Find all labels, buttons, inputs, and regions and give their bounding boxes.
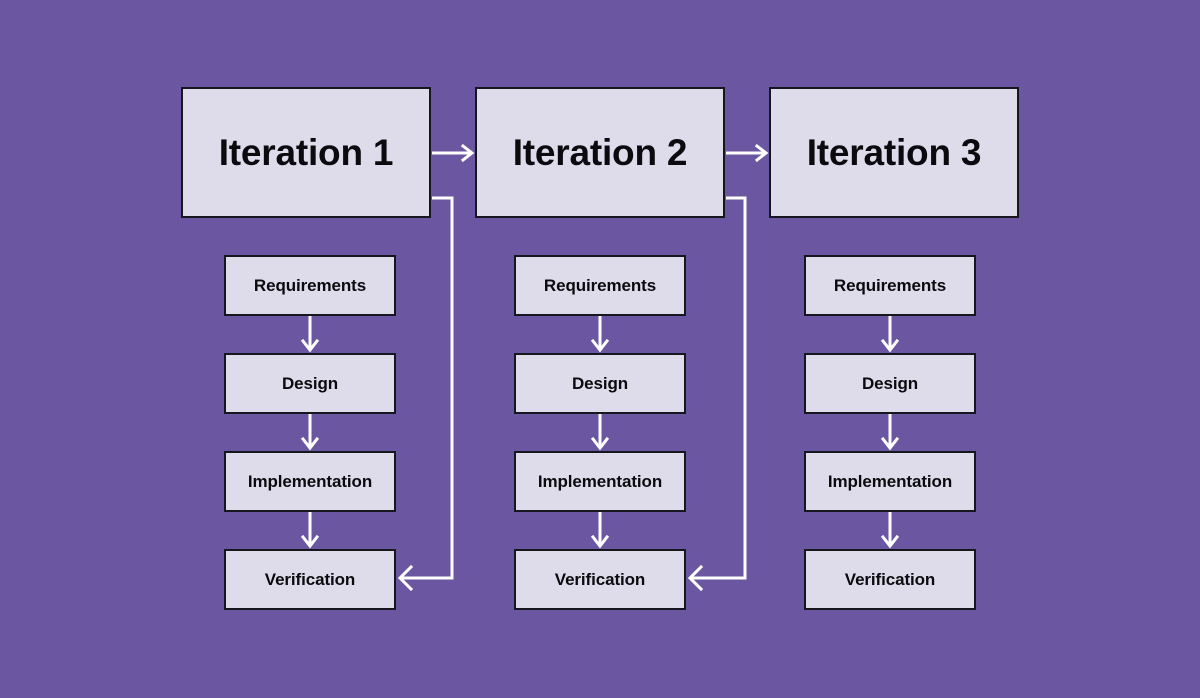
feedback-arrow-iteration1 [397,196,454,592]
arrow-iteration2-to-iteration3 [726,143,769,163]
iteration-label: Iteration 2 [512,131,688,173]
stage-label: Verification [554,569,646,589]
stage-box-col2-implementation[interactable]: Implementation [514,451,686,512]
iteration-box-1[interactable]: Iteration 1 [181,87,431,218]
iteration-box-3[interactable]: Iteration 3 [769,87,1019,218]
iteration-box-2[interactable]: Iteration 2 [475,87,725,218]
stage-box-col2-verification[interactable]: Verification [514,549,686,610]
stage-box-col1-verification[interactable]: Verification [224,549,396,610]
stage-label: Verification [264,569,356,589]
stage-box-col3-verification[interactable]: Verification [804,549,976,610]
iteration-label: Iteration 3 [806,131,982,173]
stage-label: Verification [844,569,936,589]
stage-box-col1-requirements[interactable]: Requirements [224,255,396,316]
stage-label: Design [281,373,339,393]
arrow-col3-implementation-to-verification [880,512,900,549]
stage-box-col1-implementation[interactable]: Implementation [224,451,396,512]
arrow-col1-design-to-implementation [300,414,320,451]
stage-label: Requirements [833,275,947,295]
feedback-arrow-iteration2 [687,196,747,592]
arrow-col2-design-to-implementation [590,414,610,451]
stage-box-col2-requirements[interactable]: Requirements [514,255,686,316]
stage-box-col2-design[interactable]: Design [514,353,686,414]
arrow-col2-implementation-to-verification [590,512,610,549]
stage-box-col3-design[interactable]: Design [804,353,976,414]
stage-box-col3-requirements[interactable]: Requirements [804,255,976,316]
arrow-col3-requirements-to-design [880,316,900,353]
stage-label: Design [571,373,629,393]
stage-label: Implementation [537,471,663,491]
arrow-iteration1-to-iteration2 [432,143,475,163]
arrow-col2-requirements-to-design [590,316,610,353]
stage-box-col1-design[interactable]: Design [224,353,396,414]
stage-label: Requirements [543,275,657,295]
stage-label: Design [861,373,919,393]
iteration-label: Iteration 1 [218,131,394,173]
arrow-col3-design-to-implementation [880,414,900,451]
stage-label: Implementation [247,471,373,491]
stage-label: Requirements [253,275,367,295]
stage-box-col3-implementation[interactable]: Implementation [804,451,976,512]
arrow-col1-implementation-to-verification [300,512,320,549]
stage-label: Implementation [827,471,953,491]
arrow-col1-requirements-to-design [300,316,320,353]
